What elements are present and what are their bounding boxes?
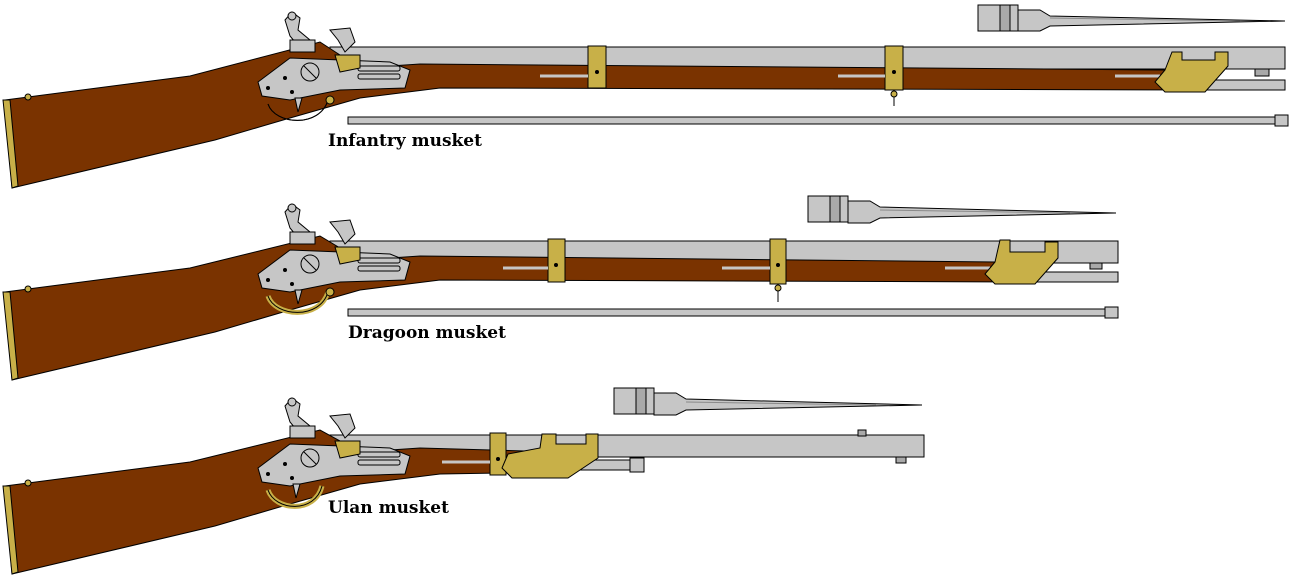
ulan-lock xyxy=(257,397,411,487)
ulan-musket: Ulan musket xyxy=(2,387,925,575)
infantry-bayonet xyxy=(977,4,1286,32)
infantry-butt-plate xyxy=(2,99,19,189)
infantry-musket: Infantry musket xyxy=(2,4,1289,189)
ulan-butt-plate xyxy=(2,485,19,575)
infantry-barrel-bands xyxy=(540,45,1160,106)
dragoon-bayonet xyxy=(807,195,1117,224)
dragoon-musket-label: Dragoon musket xyxy=(348,323,506,343)
dragoon-lock xyxy=(257,203,411,293)
dragoon-butt-plate xyxy=(2,291,19,381)
infantry-lock xyxy=(257,11,411,101)
ulan-musket-label: Ulan musket xyxy=(328,498,449,518)
infantry-trigger-guard xyxy=(267,95,335,121)
ulan-bayonet xyxy=(613,387,923,416)
dragoon-nose-cap xyxy=(984,239,1059,285)
dragoon-trigger-guard xyxy=(265,287,335,315)
ulan-nose-cap xyxy=(501,433,599,479)
ulan-trigger-guard xyxy=(265,483,325,509)
infantry-musket-label: Infantry musket xyxy=(328,131,482,151)
ulan-barrel-bands xyxy=(442,432,507,476)
dragoon-ramrod xyxy=(347,306,1119,319)
dragoon-musket: Dragoon musket xyxy=(2,195,1119,381)
infantry-ramrod xyxy=(347,114,1289,127)
dragoon-barrel-bands xyxy=(503,238,990,302)
infantry-nose-cap xyxy=(1154,51,1229,93)
